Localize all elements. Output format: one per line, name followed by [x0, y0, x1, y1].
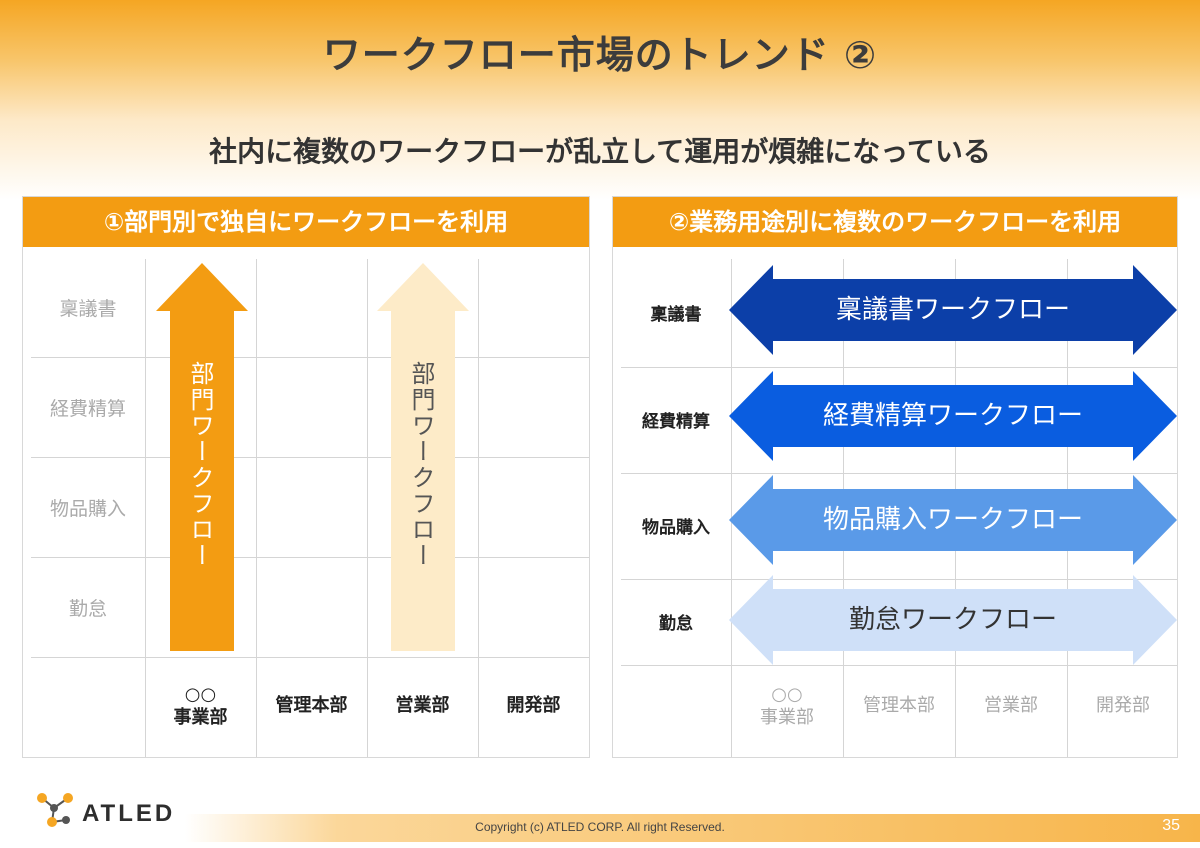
atled-logo-text: ATLED: [82, 800, 176, 827]
column-label: 営業部: [984, 695, 1038, 716]
arrow-label: 部門ワークフロー: [407, 361, 435, 569]
grid-line: [731, 259, 732, 757]
row-label: 稟議書: [650, 305, 702, 325]
row-label: 物品購入: [49, 498, 126, 520]
horizontal-arrow: [729, 265, 1177, 355]
up-arrow: [156, 263, 248, 651]
row-label: 稟議書: [59, 298, 117, 320]
grid-line: [621, 579, 1177, 580]
grid-line: [31, 657, 589, 658]
copyright: Copyright (c) ATLED CORP. All right Rese…: [475, 820, 725, 834]
grid-line: [478, 259, 479, 757]
page-subtitle: 社内に複数のワークフローが乱立して運用が煩雑になっている: [209, 135, 991, 168]
header-band: [0, 0, 1200, 200]
right-panel-heading: ②業務用途別に複数のワークフローを利用: [613, 197, 1177, 247]
atled-logo-icon: [37, 793, 73, 827]
column-label: 管理本部: [275, 695, 348, 716]
grid-line: [621, 367, 1177, 368]
grid-line: [31, 457, 589, 458]
row-label: 経費精算: [642, 412, 710, 432]
grid-line: [145, 259, 146, 757]
column-label: 開発部: [506, 695, 561, 716]
arrow-label: 物品購入ワークフロー: [822, 505, 1083, 535]
row-label: 勤怠: [68, 598, 107, 620]
grid-line: [621, 665, 1177, 666]
arrow-label: 勤怠ワークフロー: [848, 605, 1057, 635]
footer-band: [185, 814, 1200, 842]
row-label: 物品購入: [642, 518, 710, 538]
column-label: 管理本部: [863, 695, 935, 716]
page-number: 35: [1162, 817, 1180, 834]
left-panel-heading: ①部門別で独自にワークフローを利用: [23, 197, 589, 247]
right-panel: ②業務用途別に複数のワークフローを利用 稟議書 経費精算 物品購入 勤怠 ○○ …: [612, 196, 1178, 758]
grid-line: [621, 473, 1177, 474]
horizontal-arrow: [729, 371, 1177, 461]
arrow-label: 部門ワークフロー: [186, 361, 214, 569]
grid-line: [31, 357, 589, 358]
column-label: ○○ 事業部: [760, 684, 814, 729]
left-panel: ①部門別で独自にワークフローを利用 稟議書 経費精算 物品購入 勤怠 ○○ 事業…: [22, 196, 590, 758]
column-label: 営業部: [395, 695, 450, 716]
row-label: 経費精算: [49, 398, 126, 420]
row-label: 勤怠: [659, 614, 693, 634]
grid-line: [31, 557, 589, 558]
horizontal-arrow: [729, 475, 1177, 565]
grid-line: [256, 259, 257, 757]
arrow-label: 稟議書ワークフロー: [835, 295, 1070, 325]
page-title: ワークフロー市場のトレンド ②: [322, 33, 878, 77]
grid-line: [367, 259, 368, 757]
up-arrow: [377, 263, 469, 651]
arrow-label: 経費精算ワークフロー: [822, 401, 1083, 431]
column-label: ○○ 事業部: [173, 684, 228, 729]
horizontal-arrow: [729, 575, 1177, 665]
column-label: 開発部: [1096, 695, 1150, 716]
